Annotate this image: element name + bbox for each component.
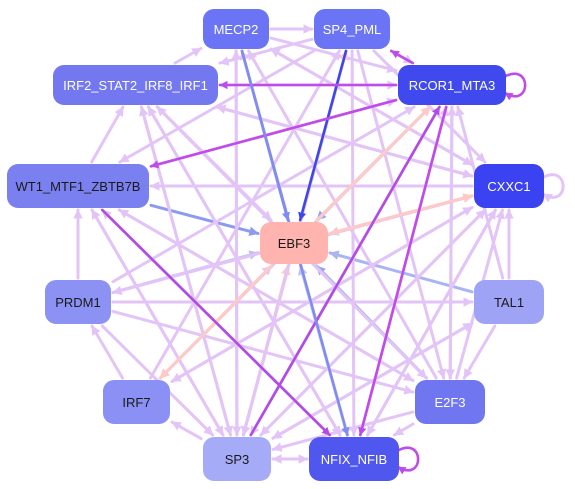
- node-rcor1-mta3[interactable]: RCOR1_MTA3: [398, 65, 506, 105]
- node-sp3[interactable]: SP3: [203, 437, 271, 481]
- node-e2f3[interactable]: E2F3: [415, 380, 485, 424]
- edge-sp4-pml-to-nfix-nfib: [349, 49, 359, 437]
- node-cxxc1[interactable]: CXXC1: [474, 164, 544, 208]
- node-ebf3[interactable]: EBF3: [260, 222, 328, 264]
- edge-irf7-to-sp4-pml: [148, 49, 341, 380]
- edge-rcor1-mta3-to-rcor1-mta3: [502, 72, 527, 101]
- edge-sp4-pml-to-ebf3: [298, 49, 348, 222]
- edge-sp3-to-irf7: [170, 420, 203, 441]
- edge-irf2-stat2-irf8-irf1-to-nfix-nfib: [146, 105, 342, 437]
- edge-irf7-to-cxxc1: [170, 206, 474, 383]
- node-sp4-pml[interactable]: SP4_PML: [314, 9, 390, 49]
- node-irf7[interactable]: IRF7: [103, 380, 170, 424]
- edge-tal1-to-e2f3: [462, 324, 497, 380]
- edge-layer: [73, 24, 565, 475]
- edge-rcor1-mta3-to-wt1-mtf1-zbtb7b: [149, 98, 398, 169]
- node-nfix-nfib[interactable]: NFIX_NFIB: [309, 437, 399, 481]
- node-mecp2[interactable]: MECP2: [203, 9, 269, 49]
- edge-e2f3-to-mecp2: [247, 49, 438, 380]
- edge-irf2-stat2-irf8-irf1-to-mecp2: [173, 47, 203, 65]
- edge-ebf3-to-rcor1-mta3: [315, 105, 432, 222]
- node-tal1[interactable]: TAL1: [474, 280, 544, 324]
- edge-prdm1-to-e2f3: [111, 309, 415, 395]
- edge-nfix-nfib-to-cxxc1: [366, 208, 497, 437]
- edge-sp3-to-rcor1-mta3: [249, 105, 441, 437]
- edge-rcor1-mta3-to-nfix-nfib: [358, 105, 448, 437]
- edge-mecp2-to-sp3: [232, 49, 242, 437]
- edge-sp4-pml-to-wt1-mtf1-zbtb7b: [118, 49, 316, 164]
- node-prdm1[interactable]: PRDM1: [45, 280, 111, 324]
- edge-sp4-pml-to-irf2-stat2-irf8-irf1: [218, 37, 314, 66]
- node-wt1-mtf1-zbtb7b[interactable]: WT1_MTF1_ZBTB7B: [7, 164, 149, 208]
- edge-nfix-nfib-to-nfix-nfib: [395, 446, 420, 475]
- edge-e2f3-to-nfix-nfib: [392, 422, 415, 437]
- edge-wt1-mtf1-zbtb7b-to-sp3: [90, 208, 225, 437]
- edge-wt1-mtf1-zbtb7b-to-e2f3: [117, 208, 415, 382]
- edge-wt1-mtf1-zbtb7b-to-irf2-stat2-irf8-irf1: [90, 105, 125, 164]
- edge-rcor1-mta3-to-sp4-pml: [389, 49, 415, 65]
- edge-ebf3-to-cxxc1: [328, 193, 474, 235]
- node-irf2-stat2-irf8-irf1[interactable]: IRF2_STAT2_IRF8_IRF1: [53, 65, 218, 105]
- edge-irf7-to-prdm1: [90, 324, 124, 380]
- edge-prdm1-to-rcor1-mta3: [111, 105, 416, 284]
- edge-wt1-mtf1-zbtb7b-to-nfix-nfib: [101, 208, 332, 437]
- edge-cxxc1-to-cxxc1: [540, 173, 565, 203]
